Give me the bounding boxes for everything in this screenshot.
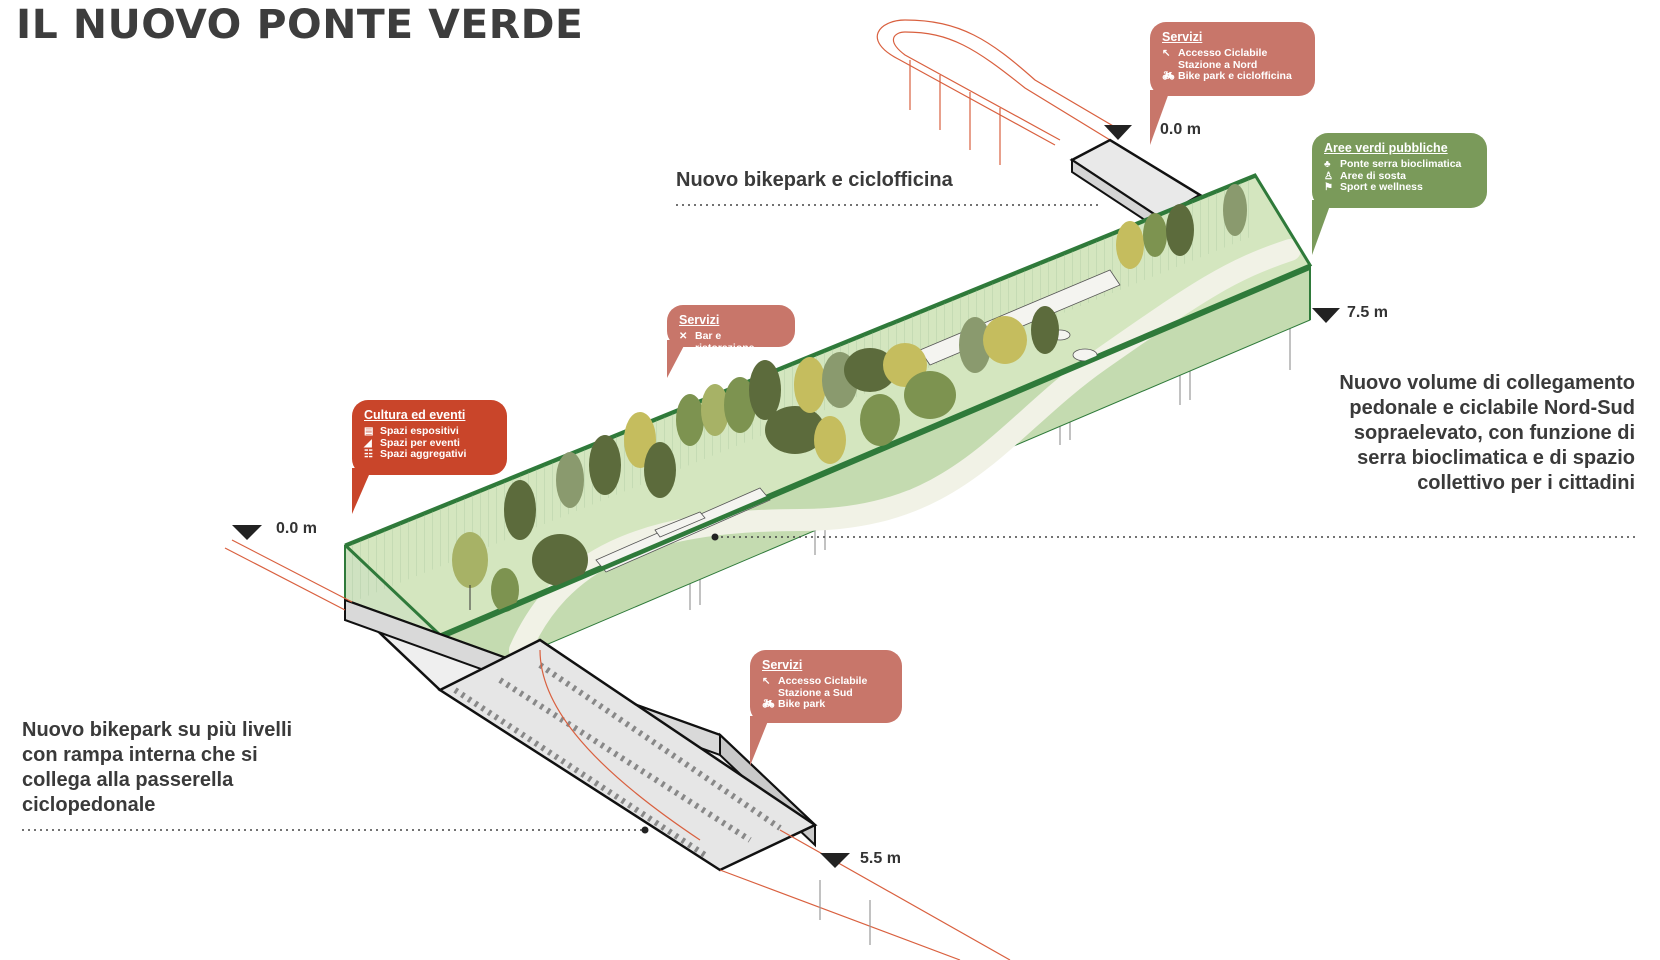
callout-cultura: Cultura ed eventi ▤ Spazi espositivi ◢ Spa… xyxy=(352,400,507,475)
callout-servizi-sud: Servizi ↖ Accesso Ciclabile Stazione a Su… xyxy=(750,650,902,723)
north-bikepark-box xyxy=(1069,138,1203,232)
level-label-south: 5.5 m xyxy=(860,850,901,867)
note-volume: Nuovo volume di collegamento pedonale e … xyxy=(1339,372,1635,494)
level-label-north: 0.0 m xyxy=(1160,121,1201,138)
note-bikepark-sud: Nuovo bikepark su più livelli con rampa … xyxy=(22,719,293,816)
callout-heading: Cultura ed eventi xyxy=(364,408,466,422)
arrow-nw-icon: ↖ xyxy=(1162,48,1171,59)
callout-servizi-bar: Servizi ✕ Bar e ristorazione xyxy=(667,305,795,353)
note-bikepark-nord: Nuovo bikepark e ciclofficina xyxy=(676,169,953,191)
callout-servizi-nord: Servizi ↖ Accesso Ciclabile Stazione a No… xyxy=(1150,22,1315,96)
people-icon: ☷ xyxy=(364,449,373,460)
level-marker-south xyxy=(820,853,850,868)
callout-item: Spazi per eventi xyxy=(380,436,460,449)
callout-item: Sport e wellness xyxy=(1340,181,1423,193)
bench-icon: ♙ xyxy=(1324,170,1333,182)
callout-tail xyxy=(667,340,687,378)
level-marker-west xyxy=(232,525,262,540)
north-ramp xyxy=(876,19,1121,165)
front-glass xyxy=(440,265,1310,640)
callout-item: Ponte serra bioclimatica xyxy=(1340,158,1462,170)
leader-lines xyxy=(22,204,1635,831)
trees xyxy=(452,184,1247,612)
callout-item: Accesso Ciclabile Stazione a Nord xyxy=(1178,47,1268,71)
arrow-nw-icon: ↖ xyxy=(762,676,771,687)
level-marker-north xyxy=(1104,125,1132,140)
callout-tail xyxy=(1150,90,1170,145)
megaphone-icon: ◢ xyxy=(364,437,372,449)
callout-item: Spazi aggregativi xyxy=(380,448,467,460)
callout-item: Bike park e ciclofficina xyxy=(1178,70,1292,82)
callout-tail xyxy=(352,468,372,514)
bike-icon: 🚲︎ xyxy=(762,699,775,710)
runner-icon: ⚑ xyxy=(1324,182,1333,193)
cutlery-icon: ✕ xyxy=(679,331,688,342)
callout-item: Aree di sosta xyxy=(1340,169,1406,182)
page-title: IL NUOVO PONTE VERDE xyxy=(16,2,584,48)
callout-aree-verdi: Aree verdi pubbliche ♣ Ponte serra biocli… xyxy=(1312,133,1487,208)
easel-icon: ▤ xyxy=(364,426,374,437)
leader-dots xyxy=(641,533,719,834)
south-ramp xyxy=(224,539,1011,960)
callout-heading: Servizi xyxy=(1162,30,1203,44)
callout-tail xyxy=(1312,200,1332,255)
callout-tail xyxy=(750,716,770,766)
callout-item: Bar e ristorazione xyxy=(695,330,755,354)
bike-icon: 🚲︎ xyxy=(1162,71,1175,82)
level-label-west: 0.0 m xyxy=(276,520,317,537)
callout-item: Bike park xyxy=(778,698,826,710)
callout-item: Spazi espositivi xyxy=(380,425,459,437)
tree-icon: ♣ xyxy=(1324,159,1331,170)
callout-heading: Aree verdi pubbliche xyxy=(1324,141,1448,155)
level-marker-east xyxy=(1312,308,1340,323)
south-bikepark-box xyxy=(344,598,818,872)
callout-heading: Servizi xyxy=(762,658,803,672)
level-label-east: 7.5 m xyxy=(1347,304,1388,321)
level-markers xyxy=(232,125,1340,868)
callout-item: Accesso Ciclabile Stazione a Sud xyxy=(778,675,868,699)
callout-heading: Servizi xyxy=(679,313,720,327)
